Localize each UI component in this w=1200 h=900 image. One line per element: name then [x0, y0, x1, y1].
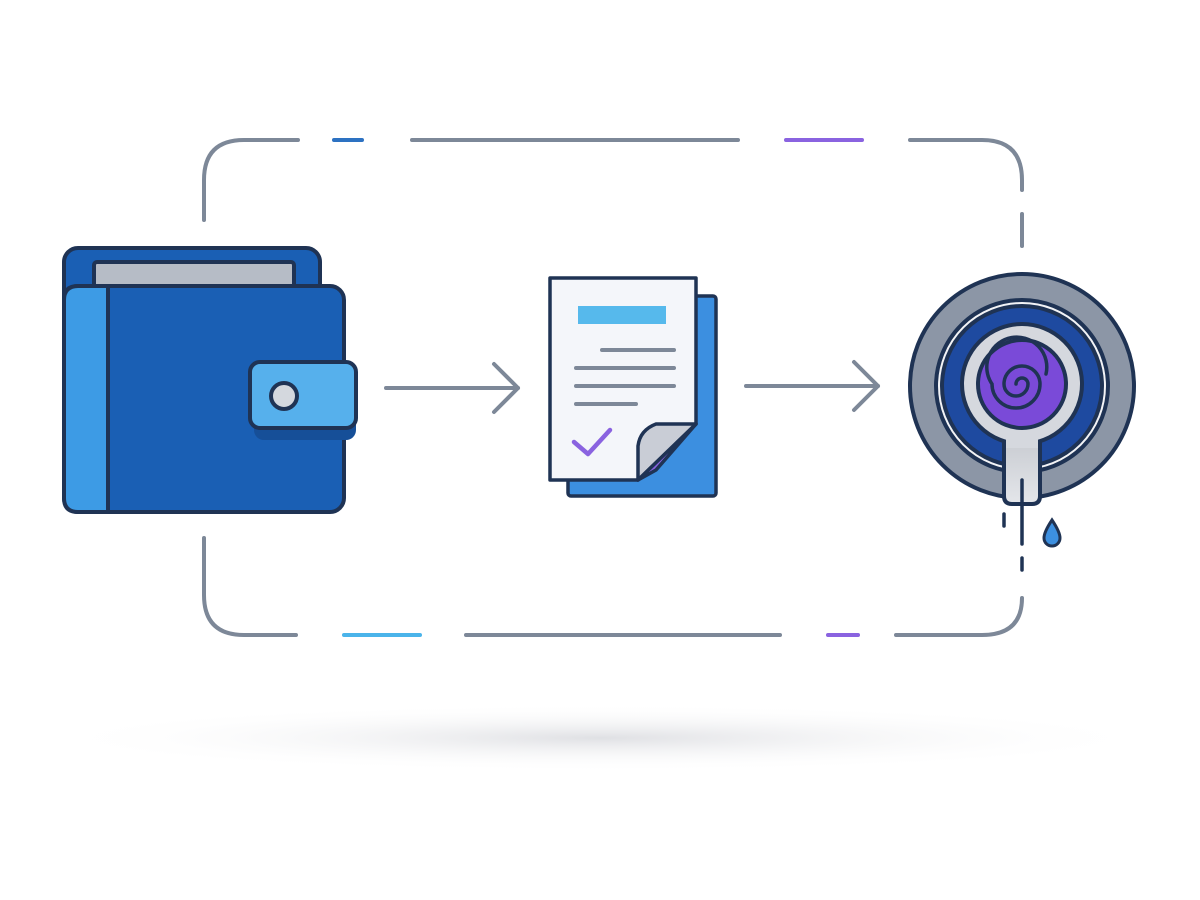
loop-segment-top-right [908, 138, 1024, 192]
fingerprint-scanner-icon [908, 272, 1136, 506]
loop-segment-bottom-left [202, 536, 298, 637]
scanner-stem [1002, 438, 1042, 506]
document-content [571, 306, 676, 457]
wallet-spine [62, 284, 110, 514]
arrow-document-to-fingerprint [744, 360, 880, 412]
arrow-wallet-to-document [384, 362, 520, 414]
drip-lines [1002, 478, 1024, 572]
fingerprint-pad [976, 338, 1068, 430]
signed-document-icon [548, 276, 718, 498]
document-checkmark [571, 427, 613, 457]
loop-segment-top-left [202, 138, 300, 222]
wallet-snap-button [269, 381, 299, 411]
wallet-clasp [248, 360, 358, 430]
document-fold-accent [636, 422, 698, 482]
wallet-icon [62, 246, 358, 514]
ground-shadow [40, 704, 1160, 772]
loop-segment-bottom-right [894, 596, 1024, 637]
water-drop [1042, 517, 1062, 548]
document-header-bar [578, 306, 666, 324]
loop-outline [202, 138, 1024, 637]
fingerprint-swirl [985, 335, 1049, 410]
